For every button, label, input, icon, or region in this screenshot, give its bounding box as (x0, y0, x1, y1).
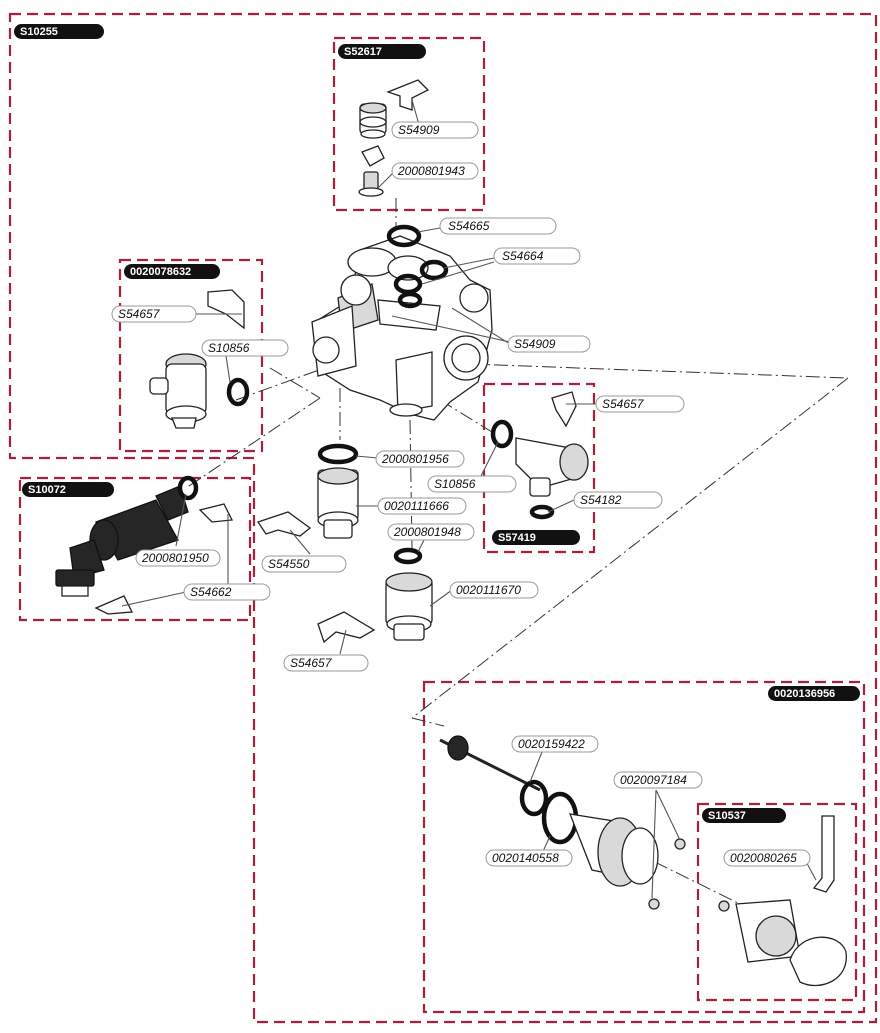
callout-label: 0020140558 (492, 851, 559, 865)
callout-0020159422: 0020159422 (511, 735, 599, 753)
callout-label: S10856 (208, 341, 250, 355)
group-frame-0020078632 (118, 258, 264, 453)
callout-s10856-left: S10856 (201, 339, 289, 357)
group-tag-label: S10255 (20, 26, 58, 38)
callout-2000801948: 2000801948 (387, 523, 475, 541)
callout-label: S54909 (514, 337, 556, 351)
callout-s54662: S54662 (183, 583, 271, 601)
filter-assembly-s10072-parts (55, 475, 234, 615)
group-frame-s57419 (482, 382, 596, 554)
callout-label: S54657 (602, 397, 645, 411)
callout-s54657-bottom: S54657 (283, 654, 369, 672)
callout-s54657-left: S54657 (111, 305, 197, 323)
seal-rings-top (386, 224, 449, 309)
cartridge-s52617-parts (358, 79, 430, 197)
callout-label: 2000801948 (393, 525, 461, 539)
callout-s54182: S54182 (573, 491, 663, 509)
callout-s54909-mid: S54909 (507, 335, 591, 353)
callout-s54550: S54550 (261, 555, 347, 573)
group-tag-s52617: S52617 (338, 44, 426, 59)
pump-0020136956-parts (439, 735, 686, 910)
callout-label: 0020080265 (730, 851, 797, 865)
callout-label: S54550 (268, 557, 310, 571)
callout-label: S54665 (448, 219, 490, 233)
group-tag-0020078632: 0020078632 (124, 264, 220, 279)
group-frame-s52617 (332, 36, 486, 212)
callout-label: 0020159422 (518, 737, 585, 751)
callout-label: 2000801956 (381, 452, 449, 466)
group-tag-s10537: S10537 (702, 808, 786, 823)
callout-label: S10856 (434, 477, 476, 491)
callout-label: S54182 (580, 493, 622, 507)
callout-label: S54664 (502, 249, 544, 263)
motor-s10537-parts (718, 815, 847, 987)
callout-label: S54657 (290, 656, 333, 670)
group-frame-s10255 (8, 12, 878, 1024)
callout-s10856-right: S10856 (427, 475, 517, 493)
group-tag-s57419: S57419 (492, 530, 580, 545)
callout-label: S54662 (190, 585, 232, 599)
group-tag-s10072: S10072 (22, 482, 114, 497)
group-tag-s10255: S10255 (14, 24, 104, 39)
valve-s57419-parts (490, 391, 589, 520)
callout-label: S54657 (118, 307, 161, 321)
callout-s54665: S54665 (439, 217, 557, 235)
assembly-axis-lines (185, 198, 849, 905)
callout-label: 0020111670 (456, 583, 521, 597)
callout-2000801950: 2000801950 (135, 549, 221, 567)
group-tag-label: 0020078632 (130, 266, 191, 278)
group-frame-s10072 (18, 476, 252, 622)
callout-s54909-top: S54909 (391, 121, 479, 139)
callout-label: S54909 (398, 123, 440, 137)
group-frame-s10537 (696, 802, 858, 1002)
callout-0020097184: 0020097184 (613, 771, 703, 789)
callout-0020080265: 0020080265 (723, 849, 811, 867)
valve-body-main (311, 235, 493, 421)
air-vent-0020078632-parts (149, 289, 250, 429)
callout-label: 0020111666 (384, 499, 449, 513)
callout-s54657-right: S54657 (595, 395, 685, 413)
callout-0020140558: 0020140558 (485, 849, 573, 867)
group-tag-label: S10537 (708, 810, 746, 822)
callout-s54664: S54664 (493, 247, 581, 265)
callout-2000801943: 2000801943 (391, 162, 479, 180)
group-tag-label: 0020136956 (774, 688, 835, 700)
leader-lines (121, 99, 817, 899)
group-tag-label: S57419 (498, 532, 536, 544)
connector-fittings-centre (256, 443, 433, 644)
callout-2000801956: 2000801956 (375, 450, 465, 468)
callout-0020111666: 0020111666 (377, 497, 467, 515)
group-tag-label: S10072 (28, 484, 66, 496)
callout-0020111670: 0020111670 (449, 581, 539, 599)
group-tag-label: S52617 (344, 46, 382, 58)
group-frame-0020136956 (422, 680, 866, 1014)
group-tag-0020136956: 0020136956 (768, 686, 860, 701)
callout-label: 0020097184 (620, 773, 687, 787)
callout-label: 2000801950 (141, 551, 209, 565)
callout-label: 2000801943 (397, 164, 465, 178)
